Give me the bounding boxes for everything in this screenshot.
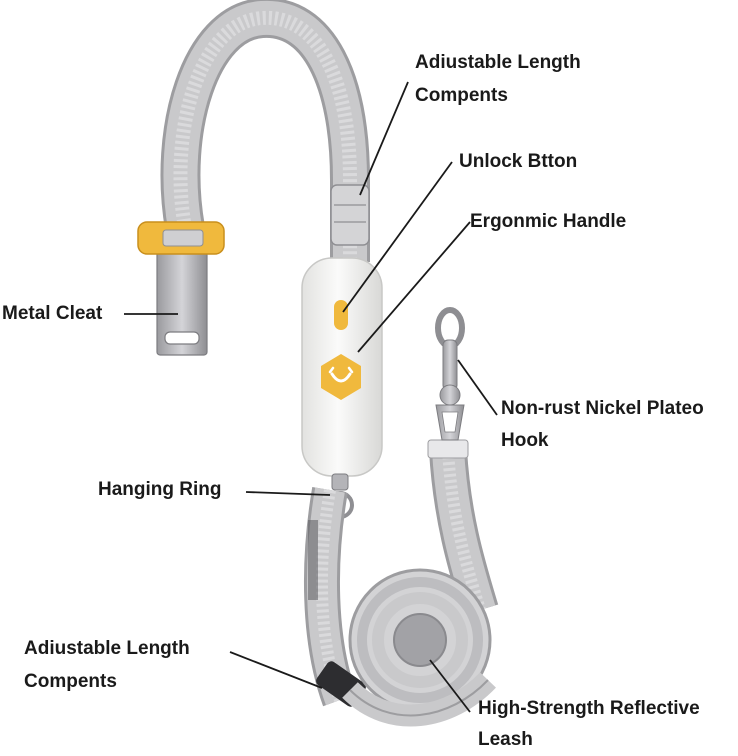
brand-badge [321, 354, 361, 400]
label-adjustable-bottom-line2: Compents [24, 671, 117, 692]
label-leash-line1: High-Strength Reflective [478, 698, 700, 719]
label-unlock-button: Unlock Btton [459, 151, 578, 172]
leader-ring [245, 491, 331, 496]
unlock-button [334, 300, 348, 330]
label-leash-line2: Leash [478, 729, 533, 750]
leader-handle [357, 221, 471, 353]
leader-hook [457, 359, 498, 416]
cleat-slot [164, 331, 200, 345]
label-ergonomic-handle: Ergonmic Handle [470, 211, 627, 232]
leader-unlock [342, 161, 453, 313]
top-adjuster [330, 184, 370, 246]
metal-cleat [137, 221, 225, 356]
label-adjustable-top-line2: Compents [415, 85, 508, 106]
leader-adjustable-bottom [229, 651, 323, 689]
top-strap [160, 0, 370, 262]
snap-hook [435, 307, 465, 441]
leader-leash [429, 659, 471, 713]
label-metal-cleat: Metal Cleat [2, 303, 103, 324]
label-adjustable-top-line1: Adiustable Length [415, 52, 581, 73]
leader-lines [124, 81, 498, 713]
coiled-leash [342, 568, 496, 727]
leader-adjustable-top [359, 81, 409, 196]
label-adjustable-bottom-line1: Adiustable Length [24, 638, 190, 659]
label-hanging-ring: Hanging Ring [98, 479, 222, 500]
ergonomic-handle [301, 257, 383, 477]
label-hook-line2: Hook [501, 430, 549, 451]
label-hook-line1: Non-rust Nickel Plateo [501, 398, 704, 419]
